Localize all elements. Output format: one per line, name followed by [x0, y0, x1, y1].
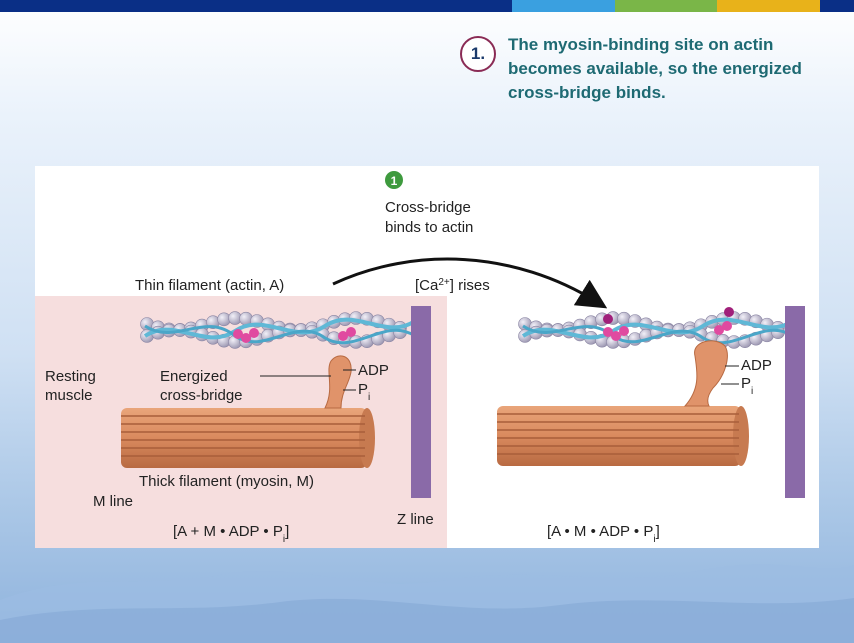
resting-label-line2: muscle — [45, 387, 93, 404]
accent-gold — [717, 0, 820, 12]
pi-label-left: Pi — [358, 381, 370, 403]
energized-label-line2: cross-bridge — [160, 387, 243, 404]
thick-filament-left — [121, 408, 375, 468]
thick-filament-label: Thick filament (myosin, M) — [139, 473, 314, 490]
accent-green — [615, 0, 717, 12]
right-equation: [A • M • ADP • Pi] — [547, 523, 660, 545]
top-accent-bar — [0, 0, 854, 12]
transition-arrow — [332, 257, 608, 309]
cross-bridge-figure: 1 Cross-bridge binds to actin Thin filam… — [35, 166, 819, 548]
z-line-right — [785, 306, 805, 498]
mountain-background — [0, 564, 854, 643]
step-description: The myosin-binding site on actin becomes… — [508, 35, 802, 102]
step-number-badge: 1. — [460, 36, 496, 72]
resting-label-line1: Resting — [45, 368, 96, 385]
energized-label-line1: Energized — [160, 368, 228, 385]
thick-filament-right — [497, 406, 749, 466]
thin-filament-left — [140, 311, 417, 349]
troponin-right — [603, 307, 734, 341]
figure-step-badge: 1 — [385, 171, 403, 189]
step-title-line1: Cross-bridge — [385, 199, 471, 216]
z-line-label: Z line — [397, 511, 434, 528]
adp-label-left: ADP — [358, 362, 389, 379]
adp-label-right: ADP — [741, 357, 772, 374]
cross-bridge-diagram: 1 Cross-bridge binds to actin Thin filam… — [35, 171, 805, 548]
accent-navy-end — [820, 0, 854, 12]
left-equation: [A + M • ADP • Pi] — [173, 523, 289, 545]
troponin-left — [233, 327, 356, 343]
thin-filament-right — [518, 307, 795, 349]
bound-cross-bridge — [683, 340, 728, 407]
step-title-line2: binds to actin — [385, 219, 473, 236]
pi-label-right: Pi — [741, 375, 753, 397]
z-line-left — [411, 306, 431, 498]
calcium-label: [Ca2+] rises — [415, 277, 490, 295]
accent-navy — [0, 0, 512, 12]
thin-filament-label: Thin filament (actin, A) — [135, 277, 284, 294]
m-line-label: M line — [93, 493, 133, 510]
energized-cross-bridge — [324, 355, 352, 409]
svg-text:1: 1 — [391, 174, 398, 188]
accent-blue — [512, 0, 615, 12]
